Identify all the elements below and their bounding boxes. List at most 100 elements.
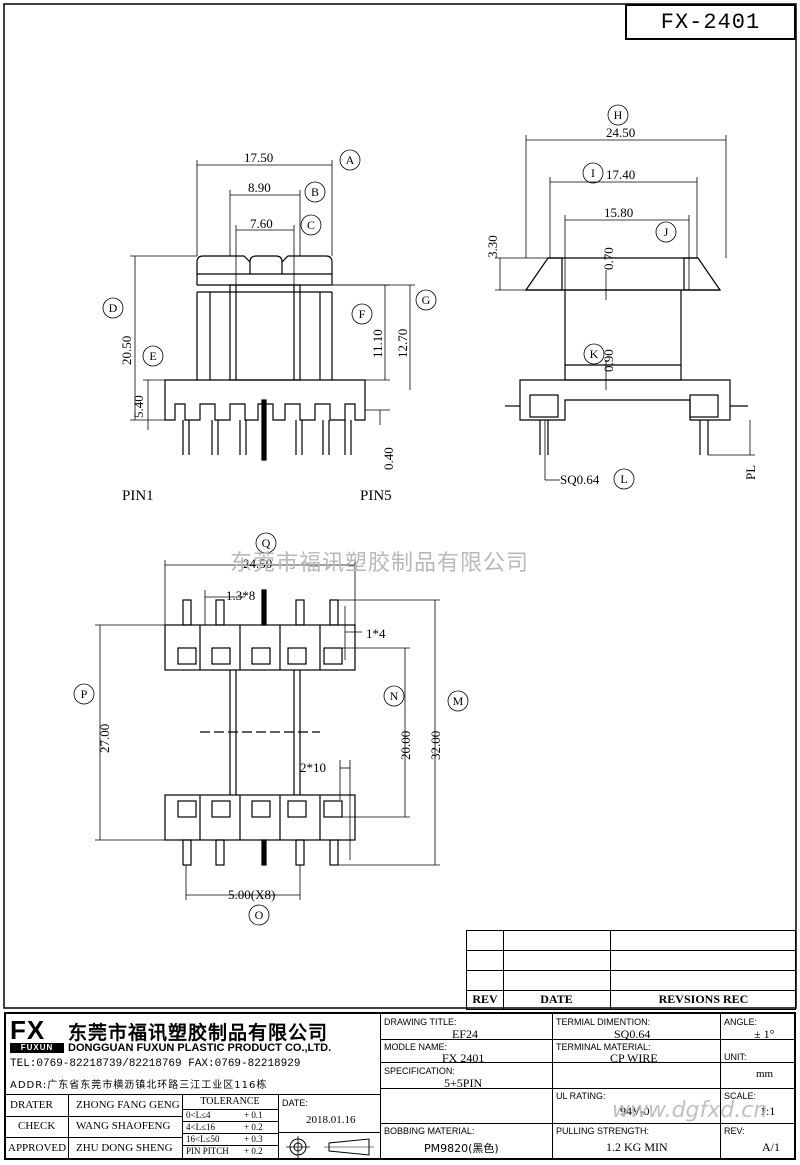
role-approved: APPROVED <box>8 1142 67 1154</box>
specification-value: 5+5PIN <box>444 1076 483 1090</box>
callout-g: G <box>422 293 431 307</box>
title-block: FX FUXUN 东莞市福讯塑胶制品有限公司 DONGGUAN FUXUN PL… <box>4 1012 796 1160</box>
dim-e: 5.40 <box>131 395 146 418</box>
drawing-title-label: DRAWING TITLE: <box>384 1017 457 1027</box>
model-name-value: FX 2401 <box>442 1051 485 1065</box>
drawing-title-value: EF24 <box>452 1027 479 1041</box>
company-tel: TEL:0769-82218739/82218769 FAX:0769-8221… <box>10 1058 301 1070</box>
callout-q: Q <box>262 536 271 550</box>
dim-slot: 1.3*8 <box>226 588 255 603</box>
dim-c: 7.60 <box>250 216 273 231</box>
tolerance-title: TOLERANCE <box>200 1096 260 1107</box>
tol-range-2: 4<L≤16 <box>186 1122 216 1132</box>
side-view <box>495 135 755 481</box>
company-logo: FX FUXUN <box>10 1017 66 1055</box>
dim-q: 24.50 <box>243 556 272 571</box>
callout-b: B <box>311 185 319 199</box>
tol-range-1: 0<L≤4 <box>186 1110 211 1120</box>
callout-e: E <box>149 349 156 363</box>
pulling-strength-label: PULLING STRENGTH: <box>556 1126 650 1136</box>
drawing-number: FX-2401 <box>660 10 761 35</box>
pulling-strength-value: 1.2 KG MIN <box>606 1140 668 1154</box>
dim-t2: 0.90 <box>601 349 616 372</box>
company-name-en: DONGGUAN FUXUN PLASTIC PRODUCT CO.,LTD. <box>68 1042 332 1054</box>
callout-p: P <box>81 687 88 701</box>
role-check: CHECK <box>18 1120 56 1132</box>
ul-rating-value: 94V-0 <box>620 1104 650 1118</box>
callout-h: H <box>614 108 623 122</box>
callout-k: K <box>590 347 599 361</box>
angle-value: ± 1° <box>754 1027 775 1041</box>
callout-d: D <box>109 301 118 315</box>
date-label: DATE: <box>282 1098 308 1108</box>
rev-value: A/1 <box>762 1140 780 1154</box>
bottom-view-labels: 24.50 1.3*8 1*4 27.00 20.00 32.00 2*10 5… <box>97 556 443 902</box>
front-view-labels: 17.50 8.90 7.60 20.50 5.40 11.10 12.70 0… <box>119 150 410 504</box>
terminal-dimension-value: SQ0.64 <box>614 1027 651 1041</box>
bottom-view-callout-letters: Q P N M O <box>81 536 464 922</box>
side-view-callouts <box>582 104 677 490</box>
tol-value-4: + 0.2 <box>244 1146 263 1156</box>
date-value: 2018.01.16 <box>306 1114 356 1126</box>
revision-table: REV DATE REVSIONS REC <box>466 930 796 1010</box>
callout-j: J <box>664 225 669 239</box>
dim-g: 12.70 <box>395 329 410 358</box>
scale-value: 1:1 <box>760 1104 776 1118</box>
dim-j: 15.80 <box>604 205 633 220</box>
callout-m: M <box>453 694 464 708</box>
callout-n: N <box>390 689 399 703</box>
tol-value-2: + 0.2 <box>244 1122 263 1132</box>
callout-c: C <box>307 218 315 232</box>
callout-o: O <box>255 908 264 922</box>
model-name-label: MODLE NAME: <box>384 1042 448 1052</box>
dim-h2: 3.30 <box>485 235 500 258</box>
bobbing-material-value: PM9820(黑色) <box>424 1142 499 1155</box>
dim-i: 17.40 <box>606 167 635 182</box>
side-view-callout-letters: H I J K L <box>590 108 669 486</box>
angle-label: ANGLE: <box>724 1017 758 1027</box>
logo-sub: FUXUN <box>10 1043 64 1053</box>
dim-t1: 0.70 <box>601 247 616 270</box>
unit-value: mm <box>756 1068 774 1080</box>
tol-value-3: + 0.3 <box>244 1134 263 1144</box>
dim-sq: SQ0.64 <box>560 472 600 487</box>
specification-label: SPECIFICATION: <box>384 1066 455 1076</box>
callout-i: I <box>591 166 595 180</box>
dim-w4: 1*4 <box>366 626 386 641</box>
dim-p: 27.00 <box>97 724 112 753</box>
dim-n: 20.00 <box>398 731 413 760</box>
company-name-cn: 东莞市福讯塑胶制品有限公司 <box>68 1022 329 1044</box>
dim-w10: 2*10 <box>300 760 326 775</box>
tol-range-3: 16<L≤50 <box>186 1134 220 1144</box>
rev-label: REV: <box>724 1126 745 1136</box>
callout-l: L <box>620 472 627 486</box>
name-drater: ZHONG FANG GENG <box>76 1099 180 1111</box>
name-approved: ZHU DONG SHENG <box>76 1142 173 1154</box>
bottom-view-callouts <box>73 532 469 926</box>
callout-a: A <box>346 153 355 167</box>
watermark-url: www.dgfxd.cn <box>612 1098 768 1123</box>
technical-drawing: 17.50 8.90 7.60 20.50 5.40 11.10 12.70 0… <box>3 3 797 1009</box>
front-view <box>130 160 415 461</box>
side-view-labels: 24.50 17.40 15.80 3.30 0.70 0.90 SQ0.64 … <box>485 125 758 487</box>
pin1-label: PIN1 <box>122 488 154 504</box>
tol-range-4: PIN PITCH <box>186 1146 229 1156</box>
dim-b: 8.90 <box>248 180 271 195</box>
watermark-company: 东莞市福讯塑胶制品有限公司 <box>230 551 530 576</box>
bottom-slots-top <box>177 647 343 665</box>
scale-label: SCALE: <box>724 1091 757 1101</box>
dim-pin-thickness: 0.40 <box>381 447 396 470</box>
terminal-material-value: CP WIRE <box>610 1051 658 1065</box>
logo-mark: FX <box>10 1015 46 1045</box>
bottom-view <box>95 560 440 900</box>
dim-o: 5.00(X8) <box>228 887 275 902</box>
dim-m: 32.00 <box>428 731 443 760</box>
tol-value-1: + 0.1 <box>244 1110 263 1120</box>
terminal-material-label: TERMINAL MATERIAL: <box>556 1042 651 1052</box>
pin5-label: PIN5 <box>360 488 392 504</box>
role-drater: DRATER <box>10 1099 53 1111</box>
rev-header-record: REVSIONS REC <box>658 992 749 1006</box>
rev-header-date: DATE <box>540 992 573 1006</box>
dim-a: 17.50 <box>244 150 273 165</box>
ul-rating-label: UL RATING: <box>556 1091 606 1101</box>
